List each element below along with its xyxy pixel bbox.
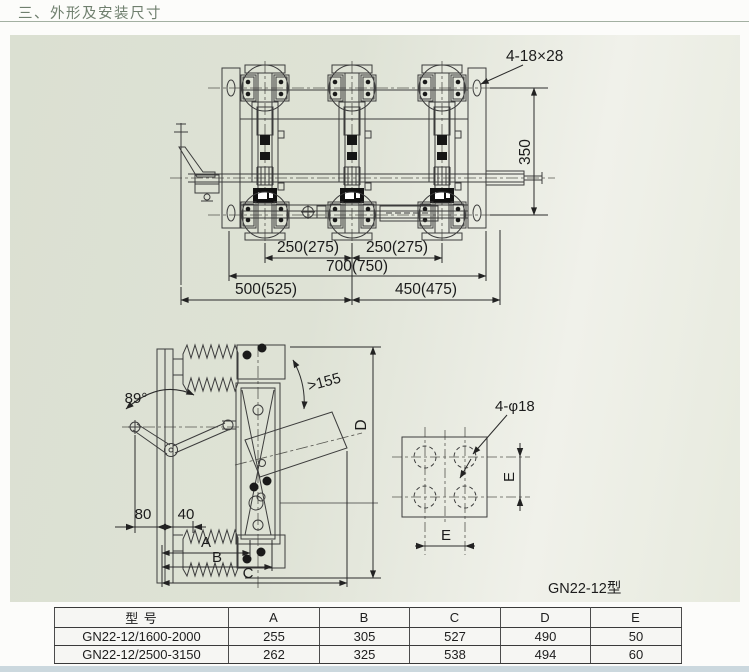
top-insulator — [182, 343, 239, 393]
page-title: 三、外形及安装尺寸 — [18, 6, 162, 22]
dim-label-e-horizontal: E — [441, 527, 451, 544]
dim-label-left-total: 500(525) — [235, 281, 297, 298]
cell-a: 262 — [228, 645, 320, 664]
mounting-plate-drawing: 4-φ18 E E — [392, 398, 535, 555]
cell-model: GN22-12/1600-2000 — [54, 627, 229, 646]
cell-b: 305 — [319, 627, 410, 646]
table-row: GN22-12/1600-2000 255 305 527 490 50 — [54, 627, 682, 646]
cell-d: 494 — [500, 645, 591, 664]
cell-d: 490 — [500, 627, 591, 646]
col-header-model: 型 号 — [54, 607, 229, 628]
dim-label-d: D — [353, 419, 370, 430]
dim-label-40: 40 — [178, 506, 195, 523]
holes-label: 4-φ18 — [495, 398, 535, 415]
plate-centerlines — [392, 427, 530, 555]
col-header-b: B — [319, 607, 410, 628]
cell-b: 325 — [319, 645, 410, 664]
operating-linkage — [128, 420, 229, 457]
switch-blade — [244, 411, 378, 504]
col-header-c: C — [409, 607, 501, 628]
cell-model: GN22-12/2500-3150 — [54, 645, 229, 664]
dim-label-span: 700(750) — [326, 258, 388, 275]
col-header-a: A — [228, 607, 320, 628]
angle-label: 89° — [125, 390, 148, 407]
plate-dimensions — [415, 443, 524, 550]
angle-annotation — [125, 359, 308, 410]
cell-c: 538 — [409, 645, 501, 664]
mounting-bars — [221, 67, 487, 229]
side-view-drawing: 89° >155 D 80 40 A B C — [115, 343, 381, 590]
page-header: 三、外形及安装尺寸 — [0, 0, 749, 22]
footer-band — [0, 666, 749, 672]
table-row: GN22-12/2500-3150 262 325 538 494 60 — [54, 645, 682, 664]
dim-label-b: B — [212, 549, 222, 566]
drawing-panel: 4-18×28 250(275) 250(275) 700(750) 500(5… — [10, 35, 740, 602]
dim-label-a: A — [201, 534, 211, 551]
pole-assembly-1 — [240, 64, 290, 241]
dim-label-pole-left: 250(275) — [277, 239, 339, 256]
cell-e: 60 — [590, 645, 682, 664]
dimension-table: 型 号 A B C D E GN22-12/1600-2000 255 305 … — [54, 607, 682, 664]
dim-label-80: 80 — [135, 506, 152, 523]
dim-label-right-total: 450(475) — [395, 281, 457, 298]
clearance-label: >155 — [306, 370, 343, 395]
frame-plate — [156, 348, 183, 584]
col-header-e: E — [590, 607, 682, 628]
holes-callout — [459, 414, 508, 479]
top-view-dimensions — [180, 87, 548, 305]
mounting-plate — [401, 436, 488, 518]
bottom-insulator — [182, 528, 239, 578]
col-header-d: D — [500, 607, 591, 628]
dim-label-pole-right: 250(275) — [366, 239, 428, 256]
dim-label-depth: 350 — [517, 139, 534, 165]
dim-label-e-vertical: E — [501, 472, 518, 482]
cell-a: 255 — [228, 627, 320, 646]
cell-e: 50 — [590, 627, 682, 646]
side-view-dimensions — [115, 346, 381, 587]
slot-hole-callout — [480, 64, 524, 85]
frame-details — [301, 205, 439, 222]
cell-c: 527 — [409, 627, 501, 646]
contact-housing — [222, 382, 281, 545]
table-header-row: 型 号 A B C D E — [54, 607, 682, 628]
dim-label-slot: 4-18×28 — [506, 48, 563, 65]
top-view-drawing: 4-18×28 250(275) 250(275) 700(750) 500(5… — [170, 48, 563, 305]
dim-label-c: C — [243, 565, 254, 582]
operating-handle — [174, 123, 220, 285]
mounting-holes — [413, 445, 477, 509]
model-type-label: GN22-12型 — [548, 580, 621, 597]
technical-drawing: 4-18×28 250(275) 250(275) 700(750) 500(5… — [115, 48, 621, 597]
